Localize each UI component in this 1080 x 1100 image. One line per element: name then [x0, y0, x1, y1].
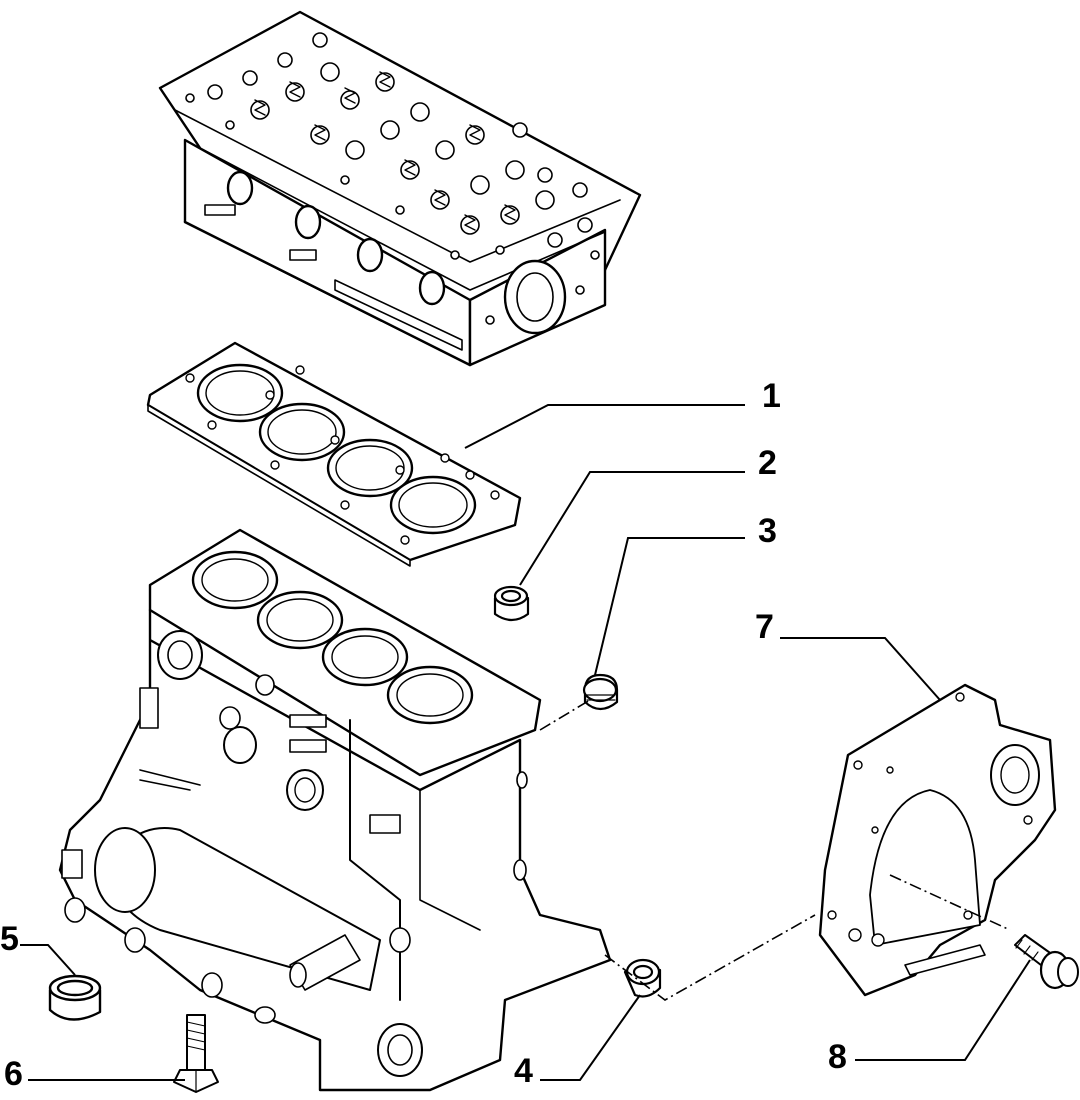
dowel-bush [493, 585, 530, 622]
flange-bolt [1014, 934, 1079, 990]
rear-cover-plate [818, 683, 1057, 997]
callout-1: 1 [762, 377, 781, 415]
callout-6: 6 [4, 1055, 23, 1093]
callout-8: 8 [828, 1038, 847, 1076]
head-gasket [146, 341, 522, 567]
callout-3: 3 [758, 512, 777, 550]
cylinder-bolt [173, 1014, 219, 1093]
seal-ring [48, 974, 102, 1021]
engine-block [58, 528, 612, 1092]
callout-7: 7 [755, 608, 774, 646]
callout-5: 5 [0, 920, 19, 958]
cylinder-head [158, 10, 642, 367]
threaded-plug [582, 673, 619, 711]
dowel-ring [623, 958, 662, 998]
assembly-lines [539, 699, 1011, 1001]
callout-2: 2 [758, 444, 777, 482]
callout-4: 4 [514, 1052, 533, 1090]
leader-lines [20, 404, 1031, 1081]
